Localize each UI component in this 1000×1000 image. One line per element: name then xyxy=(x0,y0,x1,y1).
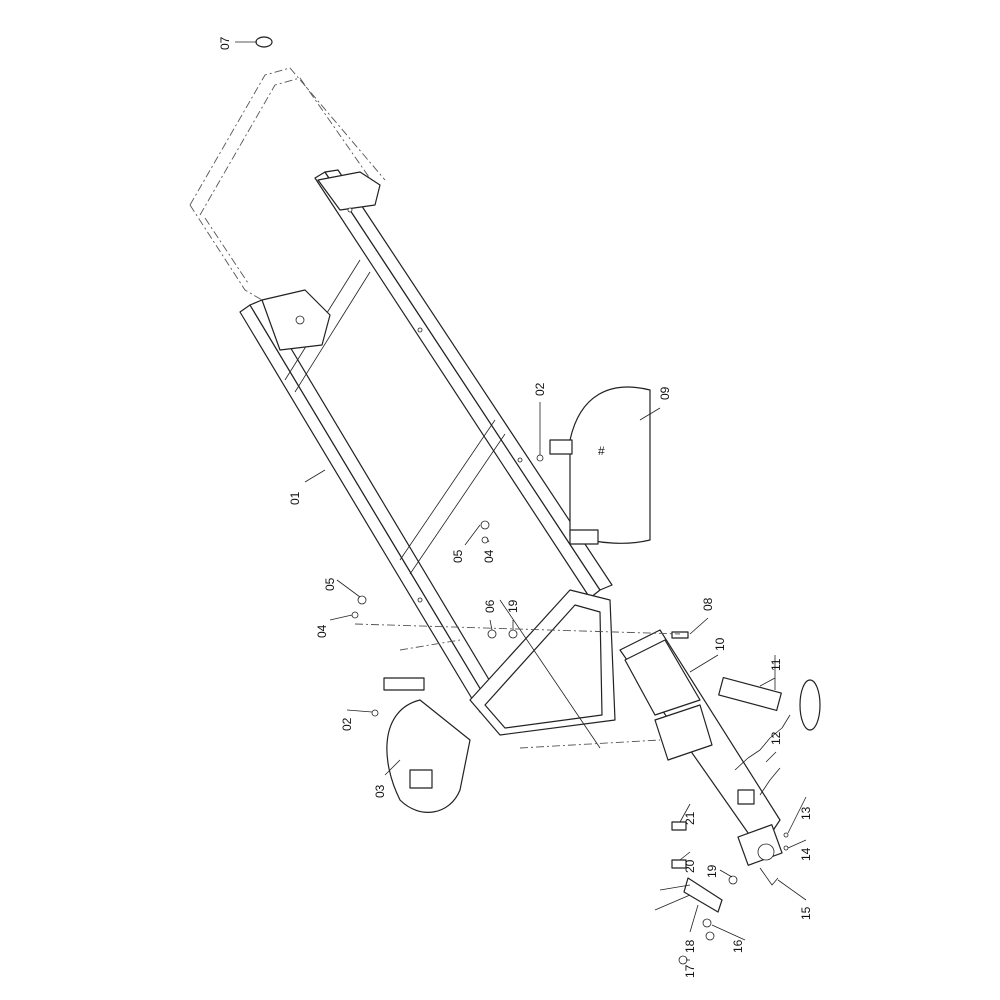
callout-01: 01 xyxy=(288,491,302,505)
callout-02: 02 xyxy=(340,717,354,731)
callout-03: 03 xyxy=(373,784,387,798)
step-part-03 xyxy=(383,677,471,813)
callout-11: 11 xyxy=(769,658,783,671)
hitch-part-18 xyxy=(654,877,723,913)
callout-02: 02 xyxy=(533,382,547,396)
callout-05: 05 xyxy=(323,577,337,591)
jack-part-11 xyxy=(718,655,821,731)
main-frame-part-01 xyxy=(239,169,616,749)
callout-13: 13 xyxy=(799,806,813,820)
callout-15: 15 xyxy=(799,906,813,920)
ghost-extension-frame xyxy=(189,36,386,301)
callout-10: 10 xyxy=(713,637,727,651)
drawbar-part-10 xyxy=(619,629,783,866)
leader-lines xyxy=(235,41,807,961)
callout-05: 05 xyxy=(451,549,465,563)
step-part-09: # xyxy=(549,386,651,545)
callout-14: 14 xyxy=(799,847,813,861)
cap-part-07 xyxy=(255,36,273,48)
bracket xyxy=(737,789,755,805)
callout-04: 04 xyxy=(482,549,496,563)
callout-06: 06 xyxy=(483,599,497,613)
alignment-lines xyxy=(354,623,681,749)
callout-21: 21 xyxy=(683,811,697,825)
callout-19: 19 xyxy=(506,599,520,613)
callout-20: 20 xyxy=(683,859,697,873)
callout-labels: 07 02 09 01 05 04 05 04 06 19 08 10 11 0… xyxy=(218,36,813,978)
callout-12: 12 xyxy=(769,731,783,745)
callout-17: 17 xyxy=(683,964,697,978)
callout-04: 04 xyxy=(315,624,329,638)
callout-07: 07 xyxy=(218,36,232,50)
chain-part-12 xyxy=(734,714,791,796)
svg-text:#: # xyxy=(598,444,605,458)
callout-18: 18 xyxy=(683,939,697,953)
callout-08: 08 xyxy=(701,597,715,611)
callout-19: 19 xyxy=(705,864,719,878)
callout-09: 09 xyxy=(658,386,672,400)
callout-16: 16 xyxy=(731,939,745,953)
